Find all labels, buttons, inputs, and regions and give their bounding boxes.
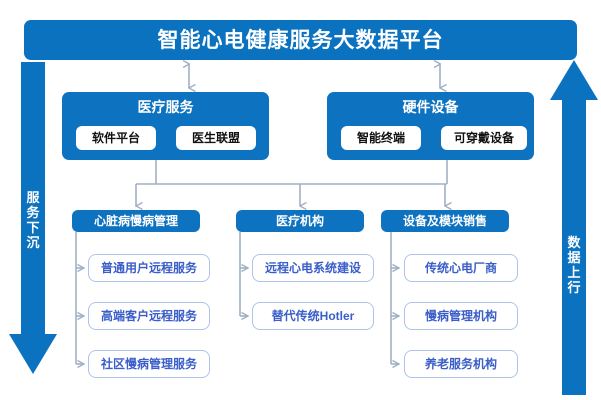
category-header-cardiac-chronic-disease-management[interactable]: 心脏病慢病管理 — [72, 210, 200, 232]
platform-title-banner: 智能心电健康服务大数据平台 — [24, 20, 577, 60]
arrow-down-icon — [9, 62, 57, 374]
leaf-general-user-remote-service[interactable]: 普通用户远程服务 — [88, 254, 210, 282]
leaf-label: 普通用户远程服务 — [100, 261, 197, 275]
category-header-device-module-sales[interactable]: 设备及模块销售 — [381, 210, 509, 232]
service-sinking-char-2: 下 — [26, 220, 40, 235]
data-uplink-label: 数 据 上 行 — [549, 235, 599, 295]
chip-software-platform[interactable]: 软件平台 — [76, 126, 156, 150]
page-title: 智能心电健康服务大数据平台 — [157, 28, 444, 52]
data-uplink-char-0: 数 — [567, 235, 581, 250]
panel-hardware-device-title: 硬件设备 — [402, 99, 459, 115]
leaf-traditional-ecg-manufacturer[interactable]: 传统心电厂商 — [404, 254, 518, 282]
service-sinking-arrow: 服 务 下 沉 — [8, 62, 58, 392]
data-uplink-char-3: 行 — [567, 280, 581, 295]
service-sinking-char-1: 务 — [26, 205, 40, 220]
leaf-chronic-disease-institution[interactable]: 慢病管理机构 — [404, 302, 518, 330]
leaf-label: 高端客户远程服务 — [100, 309, 197, 323]
leaf-replace-traditional-holter[interactable]: 替代传统Hotler — [252, 302, 374, 330]
leaf-remote-ecg-system-construction[interactable]: 远程心电系统建设 — [252, 254, 374, 282]
leaf-label: 远程心电系统建设 — [264, 261, 361, 275]
leaf-label: 传统心电厂商 — [424, 261, 497, 275]
leaf-label: 慢病管理机构 — [424, 309, 497, 323]
leaf-label: 社区慢病管理服务 — [100, 357, 197, 371]
chip-smart-terminal-label: 智能终端 — [356, 131, 405, 145]
category-header-label: 设备及模块销售 — [402, 214, 487, 228]
panel-medical-service-title: 医疗服务 — [137, 99, 194, 115]
service-sinking-char-0: 服 — [26, 190, 40, 205]
data-uplink-arrow: 数 据 上 行 — [549, 60, 599, 395]
category-header-label: 心脏病慢病管理 — [93, 214, 178, 228]
data-uplink-char-2: 上 — [567, 265, 581, 280]
arrow-up-icon — [550, 60, 598, 395]
leaf-label: 替代传统Hotler — [271, 309, 355, 323]
leaf-label: 养老服务机构 — [424, 357, 497, 371]
chip-software-platform-label: 软件平台 — [91, 131, 140, 145]
chip-wearable-device-label: 可穿戴设备 — [453, 131, 514, 145]
category-header-medical-institution[interactable]: 医疗机构 — [236, 210, 364, 232]
leaf-elderly-care-institution[interactable]: 养老服务机构 — [404, 350, 518, 378]
chip-smart-terminal[interactable]: 智能终端 — [341, 126, 421, 150]
chip-doctor-alliance-label: 医生联盟 — [191, 131, 240, 145]
data-uplink-char-1: 据 — [567, 250, 581, 265]
chip-doctor-alliance[interactable]: 医生联盟 — [176, 126, 256, 150]
service-sinking-char-3: 沉 — [26, 235, 40, 250]
category-header-label: 医疗机构 — [275, 214, 324, 228]
leaf-premium-customer-remote-service[interactable]: 高端客户远程服务 — [88, 302, 210, 330]
leaf-community-chronic-disease-service[interactable]: 社区慢病管理服务 — [88, 350, 210, 378]
chip-wearable-device[interactable]: 可穿戴设备 — [441, 126, 527, 150]
service-sinking-label: 服 务 下 沉 — [8, 190, 58, 250]
